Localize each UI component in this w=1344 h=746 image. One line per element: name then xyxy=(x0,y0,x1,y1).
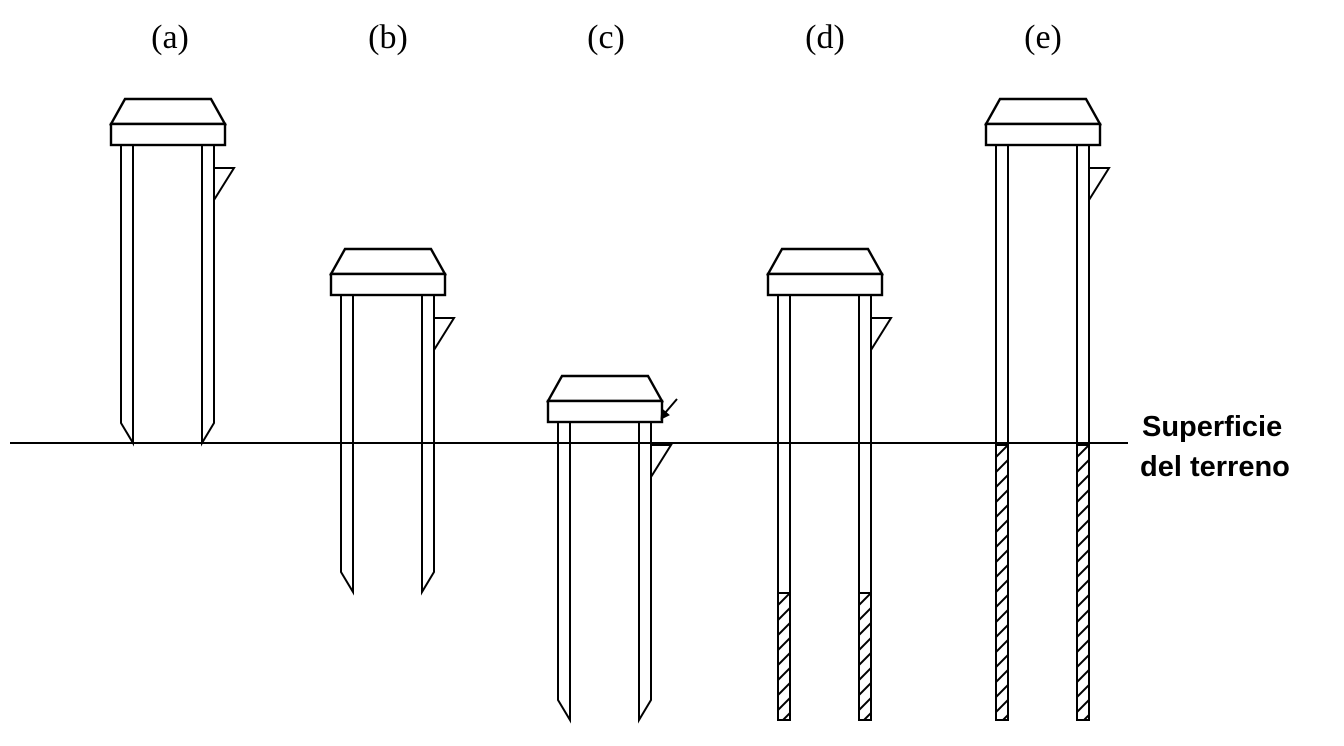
panel-label-a: (a) xyxy=(151,19,189,56)
pile-cap-d xyxy=(765,247,885,297)
cap-base xyxy=(984,122,1102,147)
marker-flag-icon xyxy=(870,317,893,351)
panel-label-e: (e) xyxy=(1024,19,1062,56)
ground-label-line1: Superficie xyxy=(1142,411,1282,443)
hatch-e-left xyxy=(996,445,1008,720)
cap-top xyxy=(765,247,885,276)
pile-a xyxy=(108,97,236,447)
cap-top xyxy=(983,97,1103,126)
arrow-icon xyxy=(660,398,678,420)
hatch-d-right xyxy=(859,593,871,720)
pile-leg-right xyxy=(421,295,435,596)
pile-leg-left xyxy=(777,295,791,721)
cap-top xyxy=(108,97,228,126)
pile-leg-left xyxy=(557,422,571,724)
pile-leg-right xyxy=(201,145,215,447)
pile-leg-right xyxy=(858,295,872,721)
pile-leg-right xyxy=(638,422,652,724)
marker-flag-icon xyxy=(213,167,236,201)
pile-leg-left xyxy=(120,145,134,447)
pile-cap-a xyxy=(108,97,228,147)
cap-base xyxy=(109,122,227,147)
panel-label-c: (c) xyxy=(587,19,625,56)
cap-top xyxy=(545,374,665,403)
pile-cap-b xyxy=(328,247,448,297)
cap-base xyxy=(329,272,447,297)
pile-leg-left xyxy=(340,295,354,596)
pile-cap-e xyxy=(983,97,1103,147)
panel-label-d: (d) xyxy=(805,19,845,56)
cap-base xyxy=(766,272,884,297)
pile-d xyxy=(765,247,893,721)
cap-base xyxy=(546,399,664,424)
hatch-d-left xyxy=(778,593,790,720)
pile-cap-c xyxy=(545,374,665,424)
ground-label-line2: del terreno xyxy=(1140,451,1290,483)
panel-label-b: (b) xyxy=(368,19,408,56)
hatch-e-right xyxy=(1077,445,1089,720)
marker-flag-icon xyxy=(433,317,456,351)
marker-flag-icon xyxy=(1088,167,1111,201)
pile-b xyxy=(328,247,456,596)
pile-c xyxy=(545,374,678,724)
cap-top xyxy=(328,247,448,276)
pile-leg-right xyxy=(1076,145,1090,721)
marker-flag-icon xyxy=(650,444,673,478)
pile-e xyxy=(983,97,1111,721)
pile-leg-left xyxy=(995,145,1009,721)
